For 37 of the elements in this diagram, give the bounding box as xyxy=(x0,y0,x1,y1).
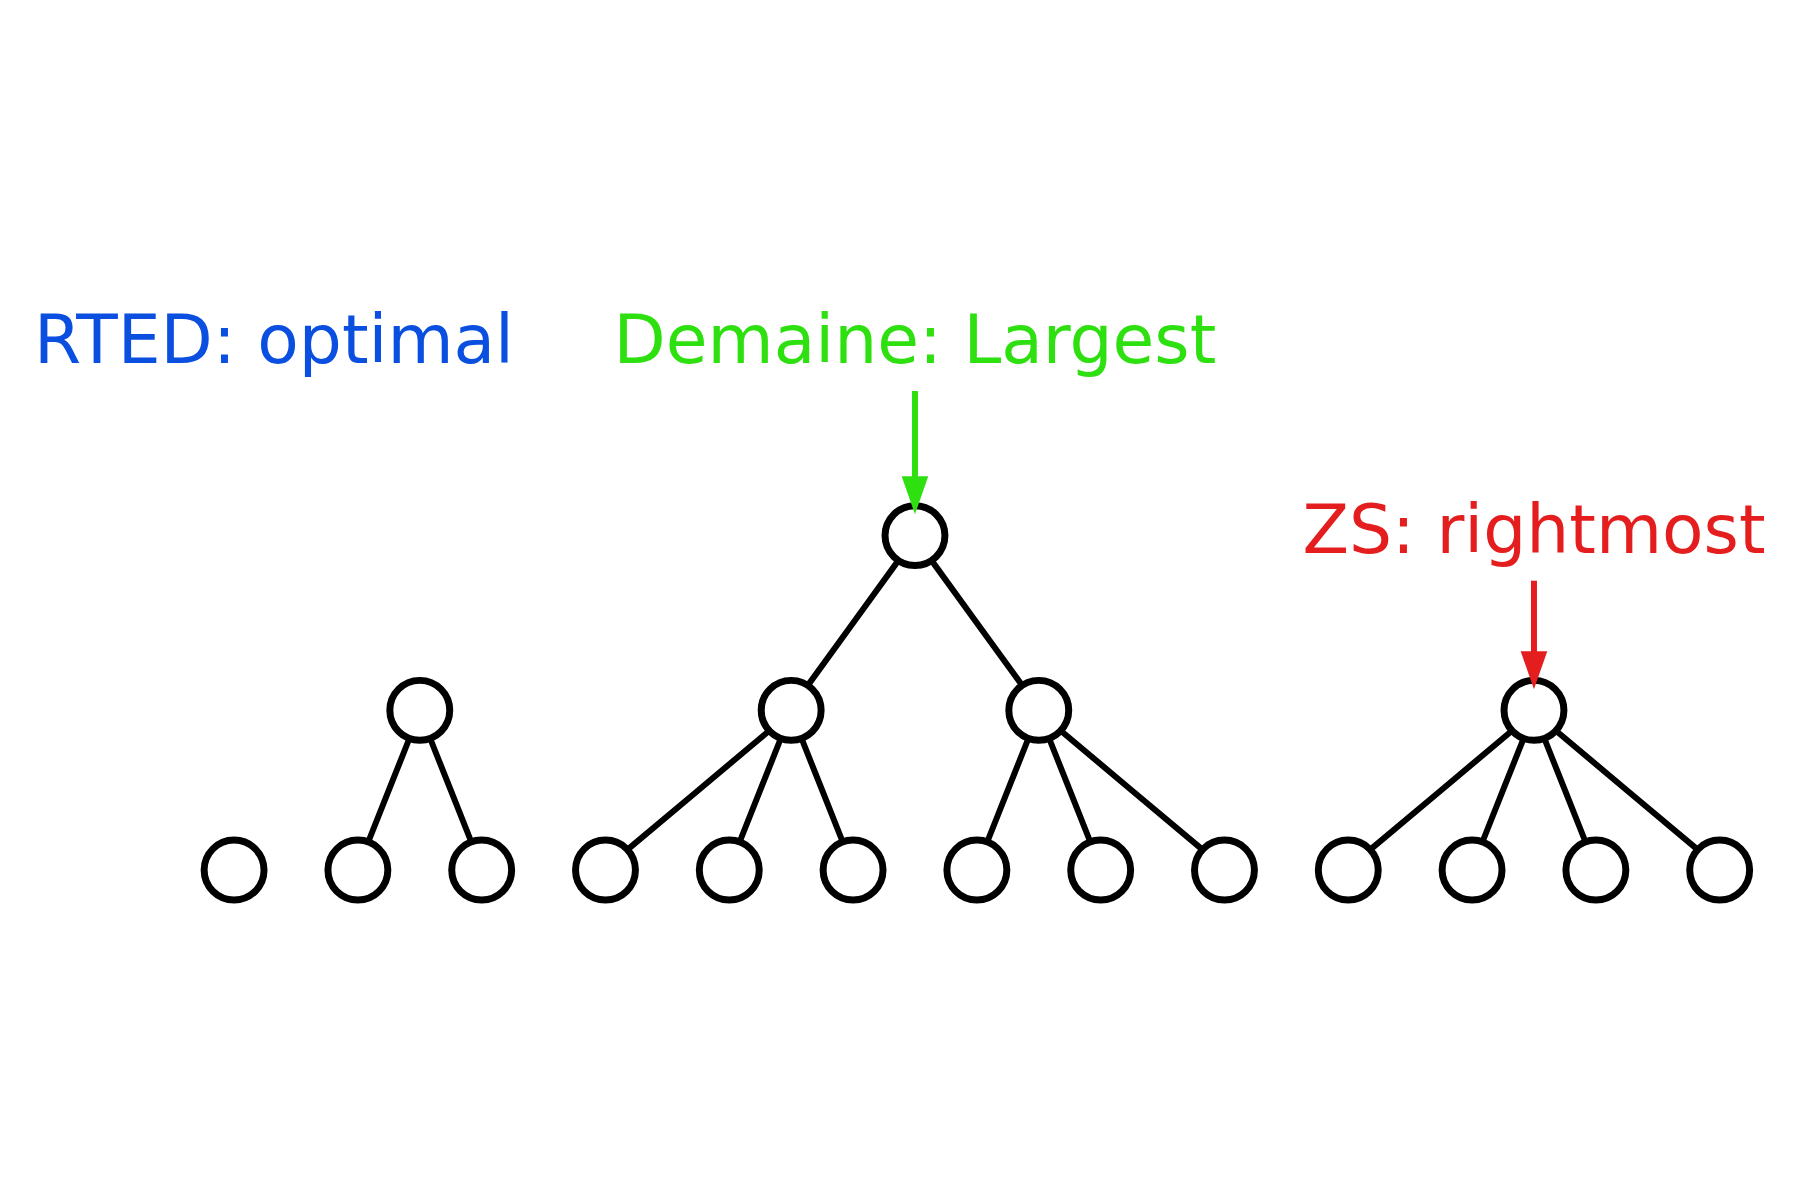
node-circle xyxy=(1686,836,1754,903)
connector xyxy=(625,728,772,852)
connector xyxy=(805,558,901,687)
node-circle xyxy=(1005,676,1073,744)
node-circle xyxy=(572,836,639,903)
connector xyxy=(798,737,846,843)
arrow xyxy=(1520,580,1548,689)
connector xyxy=(984,737,1032,843)
node-circle xyxy=(1438,836,1506,903)
connector xyxy=(737,737,784,843)
connector xyxy=(427,737,474,843)
node-circle xyxy=(200,836,268,903)
node-circle xyxy=(386,676,454,744)
node-circle xyxy=(757,676,825,744)
node-circle xyxy=(1562,836,1630,903)
node-circle xyxy=(695,836,763,903)
connector xyxy=(1058,728,1205,852)
node-text: Demaine: Largest xyxy=(613,299,1217,379)
connector xyxy=(1554,728,1700,852)
node-circle xyxy=(1067,836,1135,903)
connector xyxy=(365,737,413,843)
arrow xyxy=(901,390,929,514)
node-circle xyxy=(1191,836,1258,903)
node-circle xyxy=(881,501,949,569)
node-circle xyxy=(1314,836,1382,903)
connector xyxy=(929,558,1025,687)
connector xyxy=(1479,737,1527,843)
node-circle xyxy=(448,836,516,903)
label: RTED: optimal xyxy=(34,299,514,379)
node-circle xyxy=(943,836,1011,903)
connector xyxy=(1368,728,1514,852)
node-text: ZS: rightmost xyxy=(1302,489,1766,569)
node-circle xyxy=(1500,676,1568,744)
node-circle xyxy=(324,836,392,903)
connector xyxy=(1046,737,1093,843)
connector xyxy=(1541,737,1589,843)
node-circle xyxy=(819,836,887,903)
